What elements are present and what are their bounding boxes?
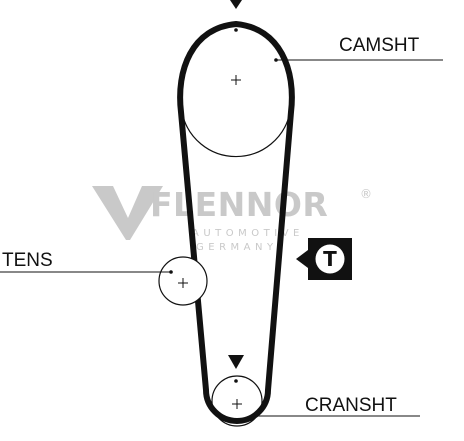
tension-marker: T: [296, 238, 352, 280]
crankshaft-center-mark: [232, 399, 242, 409]
tension-marker-pointer: [296, 250, 308, 268]
crankshaft-label: CRANSHT: [305, 395, 397, 416]
tensioner-label-group: TENS: [0, 250, 173, 274]
crankshaft-label-group: CRANSHT: [251, 395, 420, 418]
crankshaft-timing-arrow: [228, 355, 244, 369]
watermark-logo-icon: [92, 186, 163, 240]
camshaft-label: CAMSHT: [339, 35, 420, 56]
watermark-tagline-1: AUTOMOTIVE: [192, 228, 304, 239]
tensioner-label: TENS: [2, 250, 53, 271]
watermark-logo: FLENNOR ® AUTOMOTIVE GERMANY: [92, 185, 372, 253]
tensioner-center-mark: [178, 278, 188, 288]
crankshaft-sprocket: [211, 375, 263, 427]
watermark-registered: ®: [360, 187, 372, 201]
camshaft-center-mark: [231, 75, 241, 85]
watermark-brand: FLENNOR: [150, 185, 328, 224]
camshaft-sprocket: [181, 111, 291, 158]
tension-marker-letter: T: [323, 247, 337, 271]
timing-belt: [177, 21, 295, 424]
camshaft-label-group: CAMSHT: [274, 35, 443, 62]
tension-marker-circle: [315, 244, 345, 274]
crankshaft-timing-dot: [234, 379, 238, 383]
camshaft-timing-arrow: [230, 0, 242, 9]
watermark-tagline-2: GERMANY: [196, 242, 278, 253]
camshaft-timing-dot: [234, 28, 238, 32]
